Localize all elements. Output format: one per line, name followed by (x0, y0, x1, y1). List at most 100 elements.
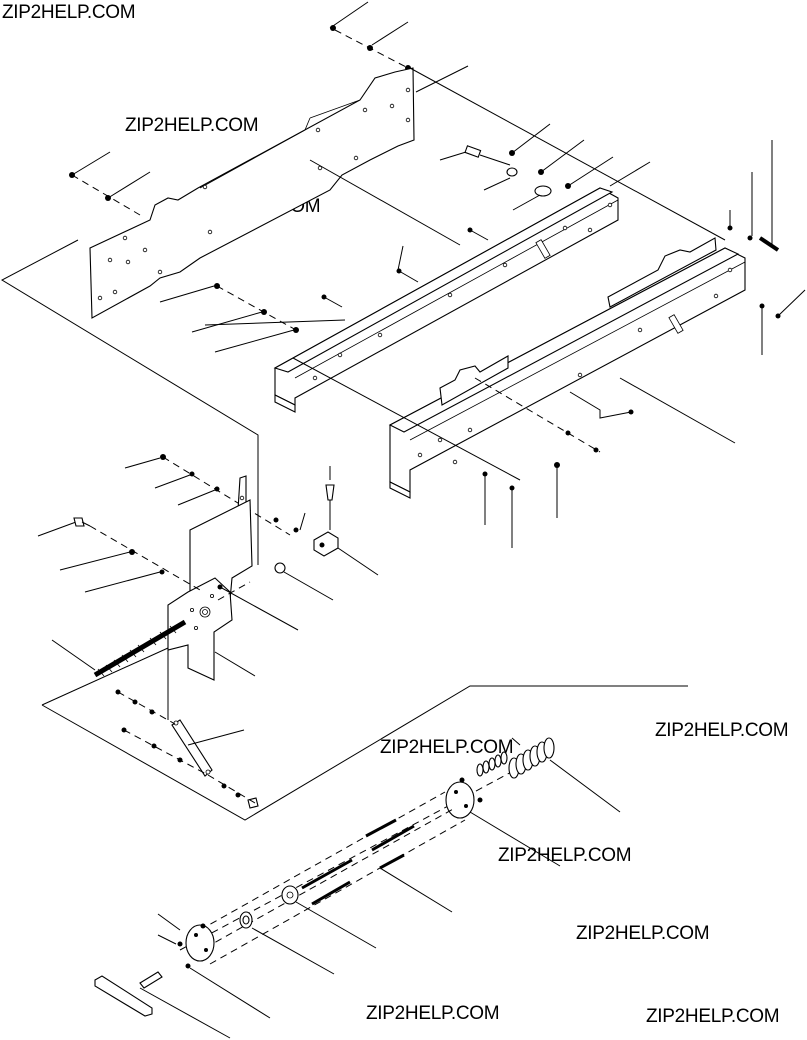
leader-line (51, 639, 96, 671)
hole (194, 933, 198, 937)
leader-line (283, 571, 334, 601)
hole (587, 227, 593, 233)
leader-line (187, 729, 245, 746)
hole (437, 437, 443, 443)
hole (122, 235, 128, 241)
leader-line (159, 285, 215, 303)
nut-icon (235, 792, 241, 798)
washer-icon (151, 743, 157, 749)
hole (405, 87, 411, 93)
leader-line (157, 913, 181, 931)
leader-line (59, 551, 131, 571)
slot-hole (535, 239, 551, 259)
beam-end-lip (389, 481, 411, 499)
washer-icon (105, 195, 111, 201)
bore-hole-inner (202, 609, 208, 615)
hole (362, 107, 368, 113)
hub-disk-left (185, 924, 215, 962)
bolt-shaft (81, 521, 91, 527)
lock-washer-icon (506, 167, 518, 177)
tie-rod-icon (209, 819, 466, 965)
leader-line (469, 811, 561, 867)
hole (312, 375, 318, 381)
washer-icon (273, 517, 279, 523)
hole (107, 257, 113, 263)
hole (353, 155, 359, 161)
subassembly-boundary (41, 685, 688, 821)
assembly-axis (71, 174, 141, 216)
leader-line (371, 21, 409, 46)
bolt-icon (758, 236, 780, 252)
leader-line (154, 474, 191, 489)
washer-icon (129, 549, 135, 555)
screw-icon (177, 941, 183, 947)
leader-line (71, 151, 111, 176)
compression-spring-icon (508, 737, 555, 779)
hole (502, 262, 508, 268)
leader-line (549, 759, 621, 813)
leader-line (177, 489, 216, 506)
screw-shaft (469, 229, 489, 241)
assembly-axis (123, 729, 209, 776)
leader-line (337, 547, 379, 576)
assembly-axis (474, 377, 601, 453)
plate-flange-edge (199, 129, 306, 189)
watermark-lower-right: ZIP2HELP.COM (576, 923, 710, 944)
bolt-shaft (479, 154, 511, 166)
leader-line (619, 377, 736, 444)
hole (467, 427, 473, 433)
leader-line (84, 571, 161, 593)
washer-icon (565, 430, 571, 436)
hole (577, 372, 583, 378)
leader-line (157, 934, 177, 945)
leader-line (329, 1, 369, 29)
nut-icon (293, 527, 299, 533)
bolt-icon (464, 145, 482, 158)
screw-shaft (323, 296, 343, 308)
leader-line (189, 967, 271, 1019)
nut-icon (274, 562, 286, 574)
reference-line (204, 319, 346, 326)
hole (337, 352, 343, 358)
hole (727, 267, 733, 273)
hole (207, 229, 213, 235)
watermark-bottom-center: ZIP2HELP.COM (366, 1003, 500, 1024)
leader-line (295, 901, 377, 949)
watermark-hub-area: ZIP2HELP.COM (498, 845, 632, 866)
screw-icon (330, 25, 336, 31)
leader-line (219, 586, 299, 631)
leader-line (415, 65, 469, 93)
leader-line (512, 194, 541, 211)
leader-line (379, 867, 453, 913)
shaft-axis (179, 761, 531, 951)
pin-icon (325, 484, 335, 501)
hole (452, 459, 458, 465)
hole (464, 804, 468, 808)
support-plate (167, 577, 233, 681)
plate-flange-edge (304, 117, 311, 131)
assembly-axis (334, 29, 409, 69)
leader-line (299, 512, 306, 531)
t-handle (94, 975, 153, 1017)
beam-bracket-rear (607, 237, 717, 308)
screw-shaft (398, 270, 419, 283)
leader-line (483, 177, 511, 191)
hole (405, 117, 411, 123)
hole (239, 495, 245, 501)
hole (315, 127, 321, 133)
leader-line (569, 391, 632, 419)
washer-icon (200, 923, 206, 929)
watermark-bottom-right: ZIP2HELP.COM (646, 1006, 780, 1027)
leader-line (540, 139, 585, 173)
hole (202, 184, 208, 190)
leader-line (397, 245, 404, 271)
hole (112, 289, 118, 295)
washer-icon (221, 783, 227, 789)
channel-beam-top (273, 187, 614, 373)
hole (607, 202, 613, 208)
mount-block (313, 531, 339, 557)
leader-line (251, 927, 335, 975)
nut-icon (593, 447, 599, 453)
flat-washer-icon (534, 185, 552, 197)
assembly-axis (217, 581, 251, 601)
